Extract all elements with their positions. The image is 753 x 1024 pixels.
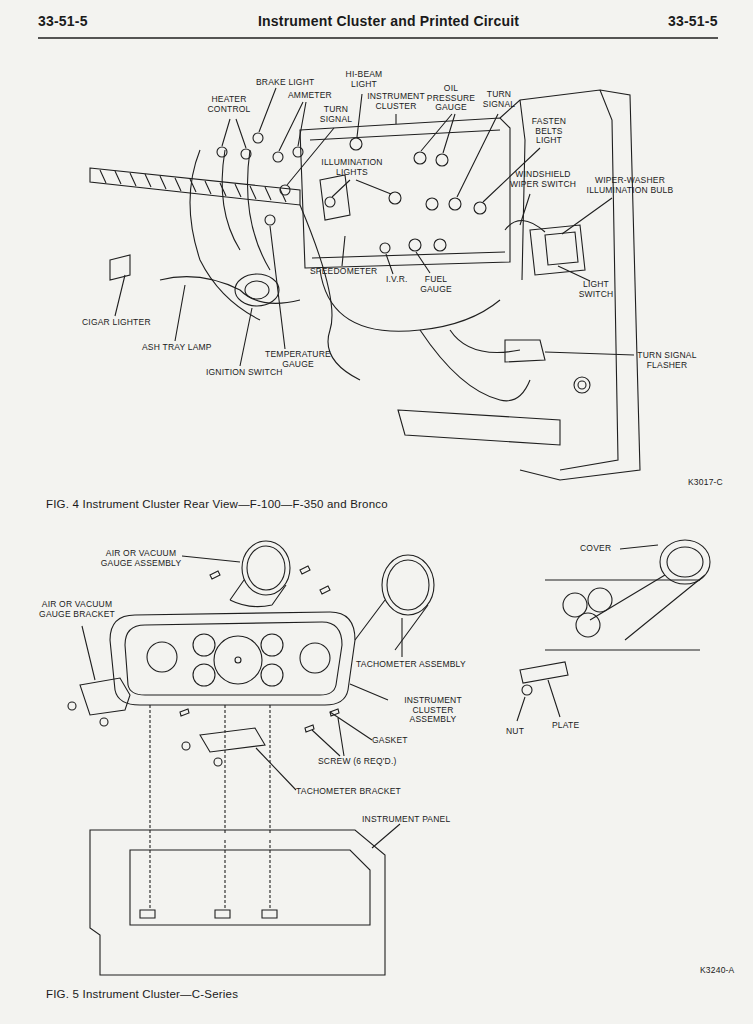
part-label: ASH TRAY LAMP [142, 343, 212, 353]
art-code: K3240-A [700, 966, 734, 976]
part-label: GASKET [372, 736, 408, 746]
part-label: TACHOMETER BRACKET [296, 787, 401, 797]
part-label: TACHOMETER ASSEMBLY [356, 660, 466, 670]
part-label: LIGHT SWITCH [574, 280, 618, 299]
part-label: COVER [580, 544, 611, 554]
part-label: AMMETER [288, 91, 332, 101]
part-label: INSTRUMENT PANEL [362, 815, 450, 825]
part-label: ILLUMINATION LIGHTS [316, 158, 388, 177]
page-number: 33-51-5 [38, 14, 88, 30]
part-label: FUEL GAUGE [418, 275, 454, 294]
part-label: BRAKE LIGHT [256, 78, 314, 88]
part-label: WINDSHIELD WIPER SWITCH [506, 170, 580, 189]
part-label: PLATE [552, 721, 579, 731]
part-label: TURN SIGNAL [314, 105, 358, 124]
part-label: TURN SIGNAL FLASHER [632, 351, 702, 370]
part-label: TEMPERATURE GAUGE [262, 350, 334, 369]
part-label: TURN SIGNAL [478, 90, 520, 109]
part-label: HEATER CONTROL [200, 95, 258, 114]
part-label: INSTRUMENT CLUSTER [362, 92, 430, 111]
part-label: CIGAR LIGHTER [82, 318, 151, 328]
figure-caption: FIG. 4 Instrument Cluster Rear View—F-10… [46, 498, 388, 511]
part-label: OIL PRESSURE GAUGE [424, 84, 478, 113]
part-label: I.V.R. [386, 275, 408, 285]
part-label: WIPER-WASHER ILLUMINATION BULB [582, 176, 678, 195]
figure-caption: FIG. 5 Instrument Cluster—C-Series [46, 988, 238, 1001]
part-label: SPEEDOMETER [310, 267, 377, 277]
part-label: AIR OR VACUUM GAUGE ASSEMBLY [96, 549, 186, 568]
part-label: NUT [506, 727, 524, 737]
part-label: INSTRUMENT CLUSTER ASSEMBLY [390, 696, 476, 725]
art-code: K3017-C [688, 478, 723, 488]
part-label: FASTEN BELTS LIGHT [526, 117, 572, 146]
page-number: 33-51-5 [668, 14, 718, 30]
part-label: HI-BEAM LIGHT [340, 70, 388, 89]
part-label: IGNITION SWITCH [206, 368, 283, 378]
part-label: AIR OR VACUUM GAUGE BRACKET [34, 600, 120, 619]
page-title: Instrument Cluster and Printed Circuit [258, 14, 519, 30]
part-label: SCREW (6 REQ'D.) [318, 757, 397, 767]
